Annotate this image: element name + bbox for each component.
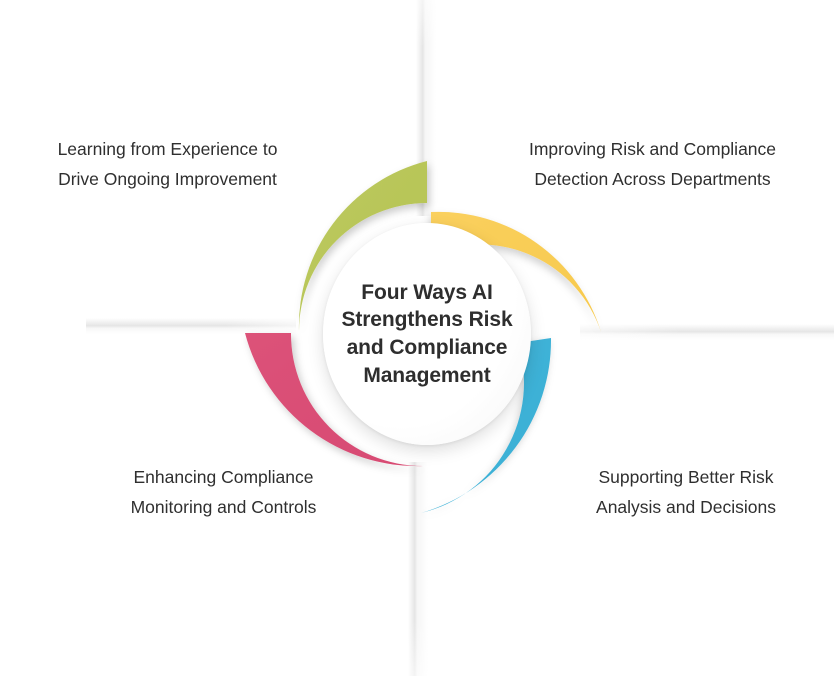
label-top-left: Learning from Experience to Drive Ongoin… bbox=[57, 139, 278, 190]
center-circle[interactable]: Four Ways AI Strengthens Risk and Compli… bbox=[323, 223, 531, 445]
center-title: Four Ways AI Strengthens Risk and Compli… bbox=[341, 280, 513, 387]
label-top-right: Improving Risk and Compliance Detection … bbox=[528, 139, 777, 190]
label-bottom-left: Enhancing Compliance Monitoring and Cont… bbox=[130, 467, 317, 518]
label-bottom-right: Supporting Better Risk Analysis and Deci… bbox=[596, 467, 776, 518]
